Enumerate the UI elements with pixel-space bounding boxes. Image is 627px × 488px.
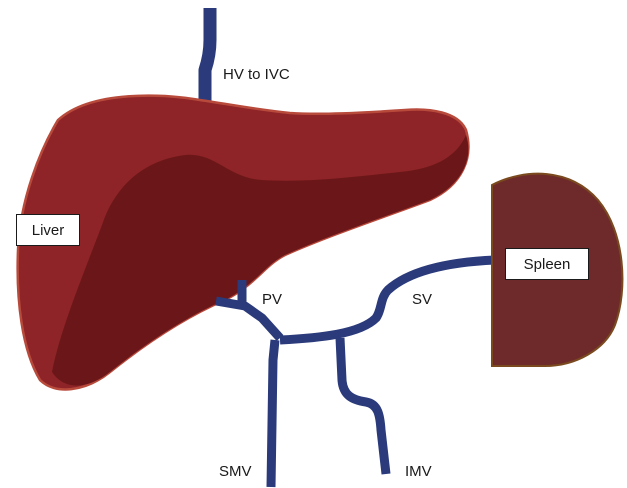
hepatic-vein xyxy=(205,8,210,105)
splenic-vein xyxy=(280,260,495,340)
superior-mesenteric-vein xyxy=(271,340,275,487)
inferior-mesenteric-vein xyxy=(340,338,386,474)
sv-label: SV xyxy=(412,292,432,307)
pv-label: PV xyxy=(262,292,282,307)
hv-label: HV to IVC xyxy=(223,67,290,82)
liver-label-box: Liver xyxy=(16,214,80,246)
imv-label: IMV xyxy=(405,464,432,479)
smv-label: SMV xyxy=(219,464,252,479)
spleen-label-box: Spleen xyxy=(505,248,589,280)
